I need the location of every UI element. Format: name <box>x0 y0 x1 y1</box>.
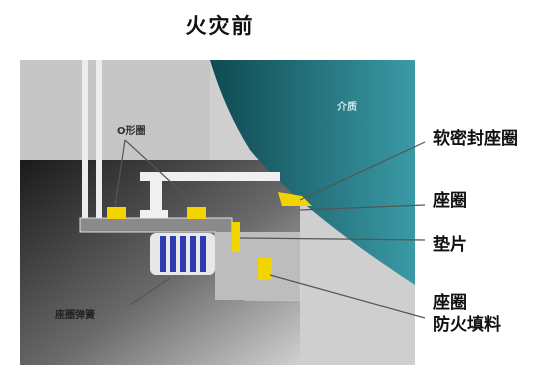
fluid-medium <box>210 60 415 285</box>
seat-spring <box>150 233 215 275</box>
retainer-arm <box>140 172 280 181</box>
callout-gasket: 垫片 <box>433 235 467 255</box>
stem-right <box>96 60 102 220</box>
callout-seat-fire-line1: 座圈 <box>433 293 467 313</box>
gasket-strip <box>232 222 240 252</box>
o-ring-label: O形圈 <box>117 126 146 137</box>
soft-seal-seat <box>278 192 312 206</box>
callout-soft-seal-seat: 软密封座圈 <box>433 129 518 149</box>
o-ring-right <box>187 207 206 219</box>
callout-seat: 座圈 <box>433 191 467 211</box>
callout-seat-fire-line2: 防火填料 <box>433 315 501 335</box>
o-ring-left <box>107 207 126 219</box>
diagram-title: 火灾前 <box>185 14 255 38</box>
retainer-foot <box>140 210 168 218</box>
medium-label: 介质 <box>337 102 357 113</box>
fire-safe-packing <box>258 258 272 280</box>
seat-ring-body <box>215 232 300 300</box>
retainer-post <box>150 178 162 218</box>
leader-lines <box>114 139 426 319</box>
stem-left <box>82 60 88 220</box>
seat-spring-label: 座圈弹簧 <box>55 310 95 321</box>
